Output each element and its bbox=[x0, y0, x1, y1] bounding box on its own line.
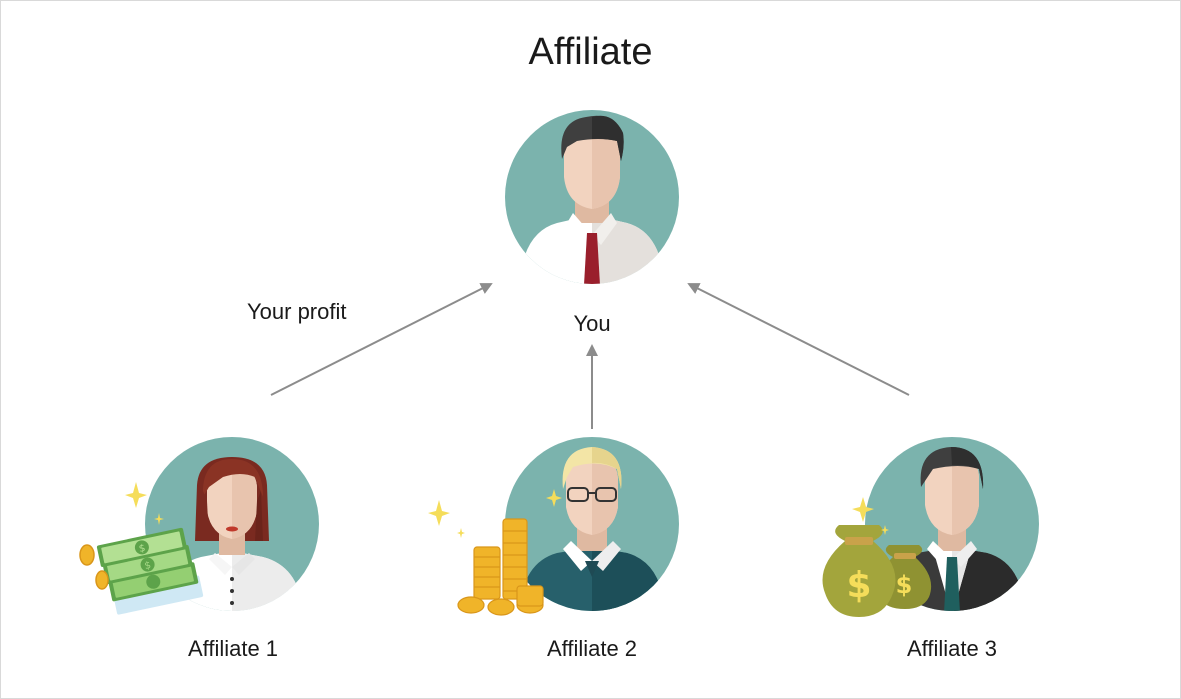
sparkle-icon bbox=[154, 513, 164, 525]
node-label-you: You bbox=[573, 311, 611, 336]
edge-label-your-profit: Your profit bbox=[247, 299, 347, 324]
sparkle-icon bbox=[457, 528, 465, 538]
coin-stacks-icon bbox=[457, 518, 544, 616]
svg-text:$: $ bbox=[144, 560, 153, 572]
svg-text:$: $ bbox=[846, 565, 871, 606]
you-avatar bbox=[505, 110, 679, 284]
sparkle-icon bbox=[852, 497, 874, 522]
node-label-affiliate-2: Affiliate 2 bbox=[546, 636, 638, 661]
node-label-affiliate-3: Affiliate 3 bbox=[906, 636, 998, 661]
arrow-affiliate3-to-you bbox=[687, 283, 910, 396]
affiliate-1-avatar bbox=[145, 437, 319, 611]
cash-stack-icon: $ $ bbox=[79, 527, 204, 615]
sparkle-icon bbox=[546, 489, 562, 507]
svg-text:$: $ bbox=[138, 543, 147, 555]
node-label-affiliate-1: Affiliate 1 bbox=[187, 636, 279, 661]
sparkle-icon bbox=[428, 500, 450, 526]
affiliate-2-avatar bbox=[505, 437, 679, 611]
svg-text:$: $ bbox=[896, 571, 913, 599]
sparkle-icon bbox=[881, 525, 889, 535]
arrow-affiliate1-to-you bbox=[270, 283, 493, 396]
sparkle-icon bbox=[125, 482, 147, 508]
diagram-title: Affiliate bbox=[528, 31, 653, 73]
money-bags-icon: $ $ bbox=[822, 525, 932, 617]
